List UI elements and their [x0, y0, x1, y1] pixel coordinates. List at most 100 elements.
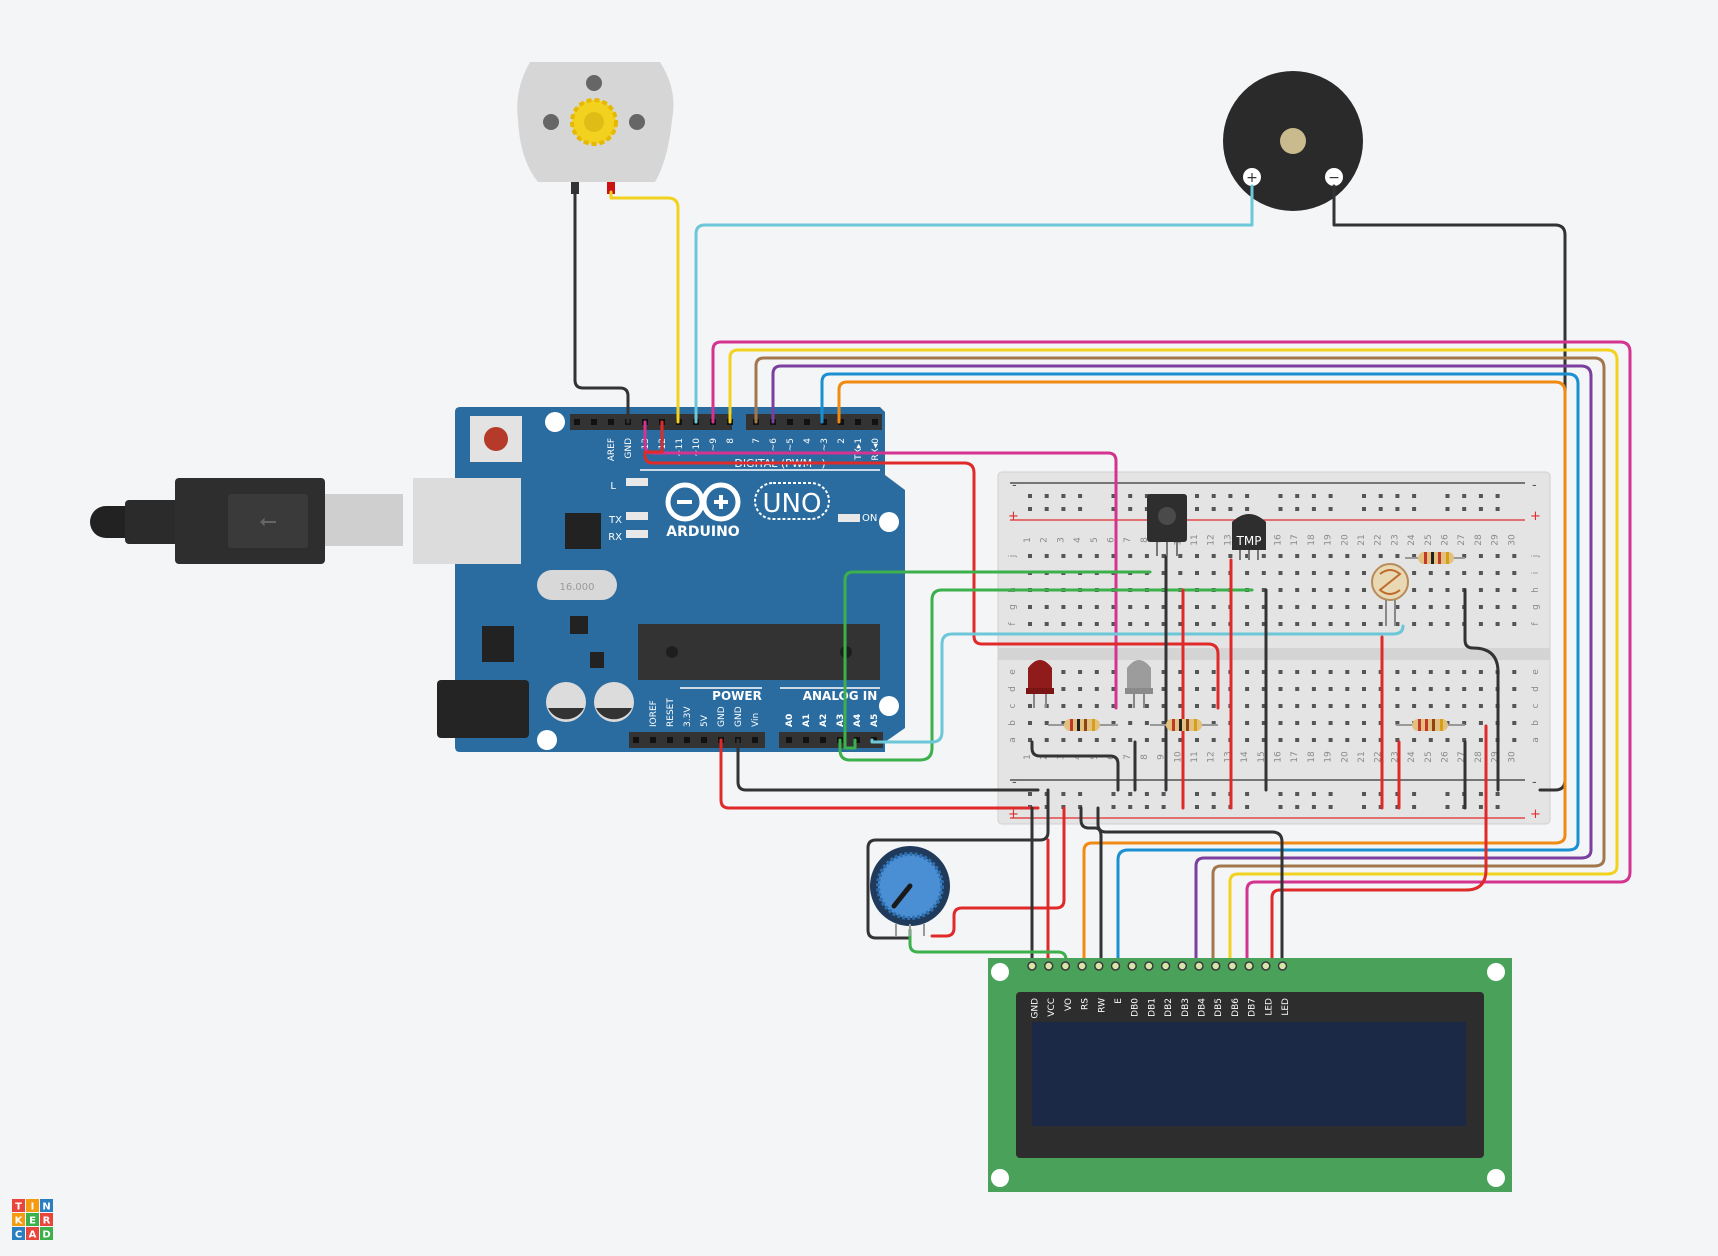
breadboard-hole[interactable] [1311, 670, 1316, 674]
breadboard-hole[interactable] [1261, 670, 1266, 674]
wire-pin12-led[interactable] [643, 420, 1118, 710]
resistor-ldr[interactable] [1405, 552, 1465, 564]
breadboard-hole[interactable] [1261, 687, 1266, 691]
breadboard-hole[interactable] [1078, 738, 1083, 742]
breadboard-hole[interactable] [1144, 721, 1149, 725]
breadboard-rail-hole[interactable] [1245, 805, 1250, 809]
breadboard-hole[interactable] [1261, 588, 1266, 592]
breadboard-hole[interactable] [1161, 738, 1166, 742]
breadboard-hole[interactable] [1211, 571, 1216, 575]
breadboard-hole[interactable] [1428, 588, 1433, 592]
wire-lcd-rs-pin9[interactable] [711, 340, 1632, 968]
breadboard-hole[interactable] [1195, 554, 1199, 558]
breadboard-hole[interactable] [1328, 721, 1333, 725]
wire-pot-gnd[interactable] [866, 788, 1050, 940]
breadboard-rail-hole[interactable] [1311, 507, 1316, 511]
breadboard-hole[interactable] [1311, 554, 1316, 558]
breadboard-hole[interactable] [1345, 704, 1350, 708]
wire-a2-sensor[interactable] [843, 570, 1152, 750]
wires[interactable] [573, 184, 1632, 968]
breadboard-hole[interactable] [1195, 704, 1199, 708]
breadboard-hole[interactable] [1028, 605, 1032, 609]
breadboard-rail-hole[interactable] [1478, 805, 1483, 809]
breadboard-hole[interactable] [1512, 670, 1517, 674]
breadboard-hole[interactable] [1278, 588, 1283, 592]
breadboard-hole[interactable] [1328, 605, 1333, 609]
breadboard-hole[interactable] [1061, 554, 1066, 558]
dc-motor[interactable] [517, 62, 674, 194]
resistor-led-gray[interactable] [1150, 719, 1218, 731]
breadboard-hole[interactable] [1495, 622, 1500, 626]
breadboard-hole[interactable] [1161, 622, 1166, 626]
header-pin[interactable] [701, 737, 707, 743]
breadboard-hole[interactable] [1328, 571, 1333, 575]
breadboard-hole[interactable] [1111, 605, 1116, 609]
breadboard-hole[interactable] [1512, 704, 1517, 708]
breadboard-hole[interactable] [1078, 687, 1083, 691]
breadboard-hole[interactable] [1178, 622, 1183, 626]
lcd-pin[interactable] [1043, 961, 1054, 971]
breadboard-hole[interactable] [1428, 670, 1433, 674]
breadboard-hole[interactable] [1478, 704, 1483, 708]
breadboard-rail-hole[interactable] [1311, 494, 1316, 498]
breadboard-hole[interactable] [1395, 721, 1400, 725]
breadboard-rail-hole[interactable] [1295, 792, 1300, 796]
breadboard-rail-hole[interactable] [1311, 805, 1316, 809]
lcd-pin[interactable] [1261, 961, 1271, 971]
breadboard-hole[interactable] [1345, 738, 1350, 742]
breadboard-hole[interactable] [1512, 571, 1517, 575]
wire-lcd-pin7[interactable] [754, 356, 1606, 968]
breadboard-hole[interactable] [1245, 721, 1250, 725]
wire-lcd-rw[interactable] [1079, 806, 1103, 968]
breadboard-hole[interactable] [1028, 554, 1032, 558]
breadboard-hole[interactable] [1295, 588, 1300, 592]
breadboard-rail-hole[interactable] [1195, 494, 1199, 498]
breadboard-hole[interactable] [1445, 738, 1450, 742]
breadboard-hole[interactable] [1295, 704, 1300, 708]
wire-gnd-rail[interactable] [736, 738, 1040, 792]
breadboard-hole[interactable] [1362, 605, 1366, 609]
breadboard-rail-hole[interactable] [1128, 494, 1133, 498]
breadboard-hole[interactable] [1178, 704, 1183, 708]
breadboard-hole[interactable] [1094, 670, 1099, 674]
breadboard-hole[interactable] [1478, 588, 1483, 592]
breadboard-hole[interactable] [1412, 571, 1417, 575]
breadboard-hole[interactable] [1345, 670, 1350, 674]
breadboard-hole[interactable] [1311, 721, 1316, 725]
lcd-pin[interactable] [1277, 961, 1288, 971]
breadboard-hole[interactable] [1311, 704, 1316, 708]
arduino-uno[interactable]: ⭠ 16.000 L TX RX ON [90, 407, 905, 752]
breadboard-hole[interactable] [1211, 687, 1216, 691]
breadboard-rail-hole[interactable] [1144, 494, 1149, 498]
breadboard-rail-hole[interactable] [1144, 792, 1149, 796]
lcd-pin[interactable] [1160, 961, 1171, 971]
breadboard-hole[interactable] [1445, 605, 1450, 609]
breadboard-rail-hole[interactable] [1495, 805, 1500, 809]
breadboard-hole[interactable] [1061, 738, 1066, 742]
breadboard-hole[interactable] [1111, 704, 1116, 708]
breadboard-hole[interactable] [1245, 738, 1250, 742]
lcd-pin[interactable] [1094, 961, 1104, 971]
breadboard-hole[interactable] [1295, 738, 1300, 742]
breadboard-hole[interactable] [1111, 738, 1116, 742]
breadboard-rail-hole[interactable] [1278, 494, 1283, 498]
breadboard-hole[interactable] [1044, 605, 1049, 609]
breadboard-hole[interactable] [1495, 571, 1500, 575]
breadboard-rail-hole[interactable] [1362, 507, 1366, 511]
breadboard-hole[interactable] [1362, 622, 1366, 626]
breadboard-hole[interactable] [1078, 622, 1083, 626]
breadboard-hole[interactable] [1345, 588, 1350, 592]
breadboard-rail-hole[interactable] [1245, 507, 1250, 511]
wire-motor-gnd[interactable] [573, 190, 630, 424]
breadboard-hole[interactable] [1412, 738, 1417, 742]
breadboard-hole[interactable] [1178, 554, 1183, 558]
lcd-pin[interactable] [1027, 961, 1037, 971]
breadboard-hole[interactable] [1362, 687, 1366, 691]
breadboard-rail-hole[interactable] [1195, 507, 1199, 511]
breadboard-hole[interactable] [1462, 670, 1467, 674]
breadboard-hole[interactable] [1111, 622, 1116, 626]
breadboard-hole[interactable] [1362, 571, 1366, 575]
wire-led-gnd[interactable] [1030, 740, 1120, 792]
breadboard-hole[interactable] [1445, 704, 1450, 708]
